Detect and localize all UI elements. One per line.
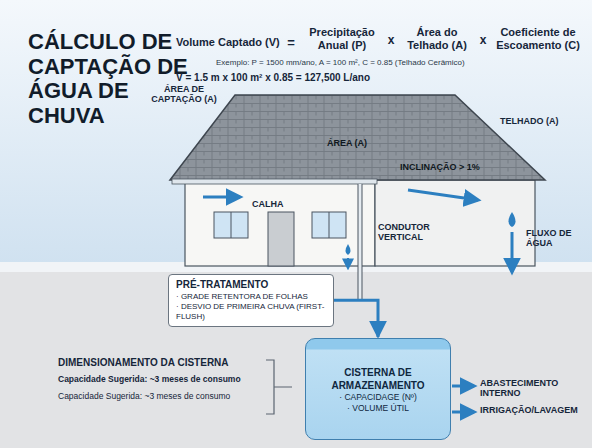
label: x	[477, 34, 489, 48]
label: Volume Captado (V)	[176, 36, 286, 49]
bullet-item: · CAPACIDAGE (Nº)	[312, 392, 444, 403]
label: Capacidade Sugerida: ~3 meses de consumo	[58, 392, 263, 402]
label: Área do Telhado (A)	[397, 26, 477, 51]
label: Capacidade Sugerida: ~3 meses de consumo	[58, 375, 263, 385]
label: TELHADO (A)	[500, 116, 580, 126]
downpipe	[358, 184, 363, 300]
node-heading: PRÉ-TRATAMENTO	[176, 279, 326, 292]
label: ÁREA DE CAPTAÇÃO (A)	[148, 84, 220, 105]
flow-arrow	[408, 190, 478, 200]
label: CONDUTOR VERTICAL	[378, 222, 468, 243]
window	[312, 212, 346, 238]
label: Exemplo: P = 1500 mm/ano, A = 100 m², C …	[216, 58, 556, 67]
title: CÁLCULO DE CAPTAÇÃO DE ÁGUA DE CHUVA	[28, 30, 188, 129]
roof	[170, 95, 545, 180]
gutter	[172, 179, 377, 184]
cistern-tank: CISTERNA DE ARMAZENAMENTO· CAPACIDAGE (N…	[305, 338, 451, 440]
flow-arrow	[203, 196, 240, 199]
bullet-item: · VOLUME ÚTIL	[312, 403, 444, 414]
window-bar	[329, 212, 330, 238]
downpipe-core	[359, 184, 362, 300]
front-wall	[185, 180, 375, 266]
label: Precipitação Anual (P)	[298, 26, 386, 51]
label: CALHA	[252, 199, 302, 209]
door	[268, 212, 294, 266]
label: ABASTECIMENTO INTERNO	[480, 378, 580, 399]
window-bar	[231, 212, 232, 238]
label: ÁREA (A)	[312, 138, 382, 148]
label: IRRIGAÇÃO/LAVAGEM	[480, 405, 588, 415]
bracket	[266, 360, 292, 414]
label: DIMENSIONAMENTO DA CISTERNA	[58, 357, 263, 369]
outflow-arrow	[452, 385, 474, 388]
pipe-connector	[334, 300, 378, 337]
node-heading: CISTERNA DE ARMAZENAMENTO	[312, 367, 444, 392]
bullet-item: · GRADE RETENTORA DE FOLHAS	[176, 292, 326, 302]
label: V = 1.5 m x 100 m² x 0.85 = 127,500 L/an…	[176, 72, 536, 84]
water-drop	[509, 212, 516, 227]
flow-arrow	[511, 232, 514, 272]
sky	[0, 0, 592, 270]
process-box: PRÉ-TRATAMENTO· GRADE RETENTORA DE FOLHA…	[168, 274, 334, 327]
label: FLUXO DE ÁGUA	[526, 228, 586, 249]
ground	[0, 272, 592, 448]
label: Coeficiente de Escoamento (C)	[489, 26, 587, 51]
label: x	[385, 34, 397, 48]
flow-arrow	[347, 258, 349, 268]
window	[214, 212, 248, 238]
label: =	[285, 36, 297, 51]
label: INCLINAÇÃO > 1%	[400, 162, 500, 172]
bullet-item: · DESVIO DE PRIMEIRA CHUVA (FIRST-FLUSH)	[176, 302, 326, 322]
water-drop	[346, 244, 351, 255]
outflow-arrow	[452, 411, 474, 414]
